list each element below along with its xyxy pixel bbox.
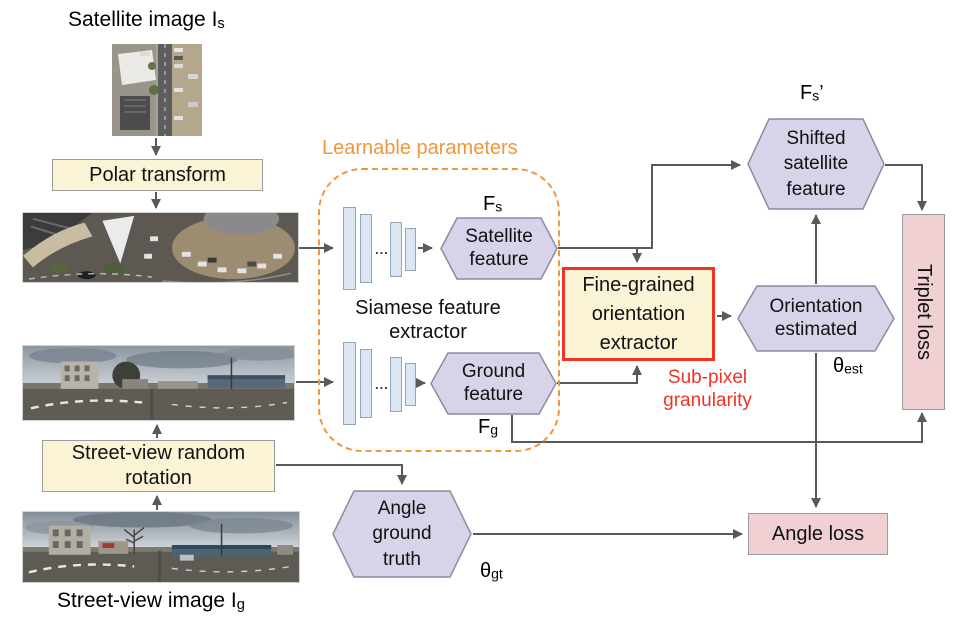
cnn-ellipsis: ... (375, 377, 389, 392)
anglegt-line1: Angle (377, 497, 427, 519)
fs-shifted-symbol: Fs’ (800, 82, 824, 105)
anglegt-line2: ground (372, 523, 432, 545)
theta-gt-sub: gt (491, 565, 503, 582)
satellite-feature-line1: Satellite (465, 226, 533, 248)
polar-transform-label: Polar transform (89, 163, 226, 186)
cnn-ellipsis: ... (375, 242, 389, 257)
ellipsis-text: ... (375, 377, 389, 392)
street-title-text: Street-view image I (57, 589, 237, 612)
ground-feature-label: Ground feature (430, 352, 557, 415)
rotation-line2: rotation (125, 467, 192, 489)
fine-grained-line2: orientation (591, 302, 686, 325)
orientation-line1: Orientation (769, 296, 863, 318)
hexagon-shape (440, 217, 558, 280)
siamese-line2: extractor (389, 321, 467, 343)
fine-grained-line3: extractor (599, 331, 678, 354)
arrow-rotation-to-anglegt (276, 464, 407, 485)
street-title-sub: g (236, 596, 245, 613)
satellite-image-title: Satellite image Is (68, 8, 225, 32)
street-view-image-title: Street-view image Ig (57, 589, 245, 613)
anglegt-line3: truth (382, 548, 422, 570)
arrow-fg-to-triplet (511, 412, 927, 443)
siamese-line1: Siamese feature (355, 297, 501, 319)
cnn-layer-bar (343, 207, 356, 290)
rotated-pano-illustration (23, 346, 294, 420)
siamese-extractor-caption: Siamese feature extractor (338, 296, 518, 344)
polar-transformed-image (22, 212, 299, 283)
cnn-layer-bar (360, 349, 372, 418)
sub-pixel-note: Sub-pixel granularity (645, 366, 770, 412)
theta-gt-symbol: θgt (480, 560, 503, 583)
cnn-layer-bar (405, 363, 416, 406)
satellite-aerial-image (112, 44, 202, 136)
street-random-rotation-box: Street-view random rotation (42, 440, 275, 492)
polar-transform-box: Polar transform (52, 159, 263, 191)
shifted-line2: satellite (783, 153, 849, 175)
satellite-feature-label: Satellite feature (440, 217, 558, 280)
orientation-estimated-node: Orientation estimated (737, 285, 895, 352)
fine-grained-extractor-label: Fine-grained orientation extractor (582, 271, 694, 358)
ground-feature-line1: Ground (461, 361, 526, 383)
triplet-loss-label: Triplet loss (913, 264, 935, 360)
cnn-layer-bar (405, 228, 416, 271)
street-random-rotation-label: Street-view random rotation (72, 441, 245, 491)
arrow-groundfeat-to-extractor (557, 365, 642, 384)
fg-sub: g (490, 421, 499, 438)
fine-grained-line1: Fine-grained (582, 273, 695, 296)
arrow-shifted-to-triplet (885, 164, 927, 211)
hexagon-shape (737, 285, 895, 352)
learnable-parameters-text: Learnable parameters (322, 137, 518, 159)
shifted-satellite-node: Shifted satellite feature (747, 118, 885, 210)
fine-grained-extractor-box: Fine-grained orientation extractor (562, 267, 715, 361)
fs-symbol: Fs (483, 193, 502, 216)
shifted-line3: feature (786, 178, 846, 200)
rotated-streetview-image (22, 345, 295, 421)
ellipsis-text: ... (375, 242, 389, 257)
sub-pixel-line1: Sub-pixel (667, 367, 748, 388)
satellite-aerial-illustration (112, 44, 202, 136)
fs-shifted-sub: s (812, 87, 820, 104)
theta-est-symbol: θest (833, 355, 863, 378)
theta-est-sub: est (844, 360, 863, 377)
shifted-satellite-label: Shifted satellite feature (747, 118, 885, 210)
theta-est-pre: θ (833, 355, 845, 377)
triplet-loss-box: Triplet loss (902, 214, 945, 410)
fs-sub: s (495, 198, 503, 215)
angle-loss-label: Angle loss (771, 522, 865, 545)
rotation-line1: Street-view random (71, 442, 246, 464)
fs-pre: F (483, 193, 496, 215)
cnn-layer-bar (360, 214, 372, 283)
cnn-layer-bar (390, 357, 402, 412)
polar-strip-illustration (23, 213, 298, 282)
orientation-estimated-label: Orientation estimated (737, 285, 895, 352)
arrow-satfeat-to-shifted (558, 160, 741, 249)
fs-shifted-prime: ’ (819, 82, 824, 104)
hexagon-shape (332, 490, 472, 578)
satellite-title-text: Satellite image I (68, 8, 218, 31)
cnn-layer-bar (390, 222, 402, 277)
streetview-image (22, 511, 300, 583)
ground-feature-node: Ground feature (430, 352, 557, 415)
hexagon-shape (747, 118, 885, 210)
angle-loss-box: Angle loss (748, 513, 888, 555)
sub-pixel-line2: granularity (663, 390, 752, 412)
satellite-title-sub: s (217, 15, 225, 32)
angle-ground-truth-node: Angle ground truth (332, 490, 472, 578)
ground-feature-line2: feature (463, 383, 524, 405)
shifted-line1: Shifted (786, 127, 846, 149)
satellite-feature-line2: feature (469, 248, 529, 270)
fg-pre: F (478, 416, 491, 438)
angle-ground-truth-label: Angle ground truth (332, 490, 472, 578)
orientation-line2: estimated (774, 318, 858, 340)
satellite-feature-node: Satellite feature (440, 217, 558, 280)
learnable-parameters-label: Learnable parameters (322, 137, 518, 160)
fs-shifted-pre: F (800, 82, 813, 104)
learnable-parameters-region (318, 168, 560, 452)
theta-gt-pre: θ (480, 560, 492, 582)
streetview-pano-illustration (23, 512, 299, 582)
cnn-layer-bar (343, 342, 356, 425)
fg-symbol: Fg (478, 416, 498, 439)
